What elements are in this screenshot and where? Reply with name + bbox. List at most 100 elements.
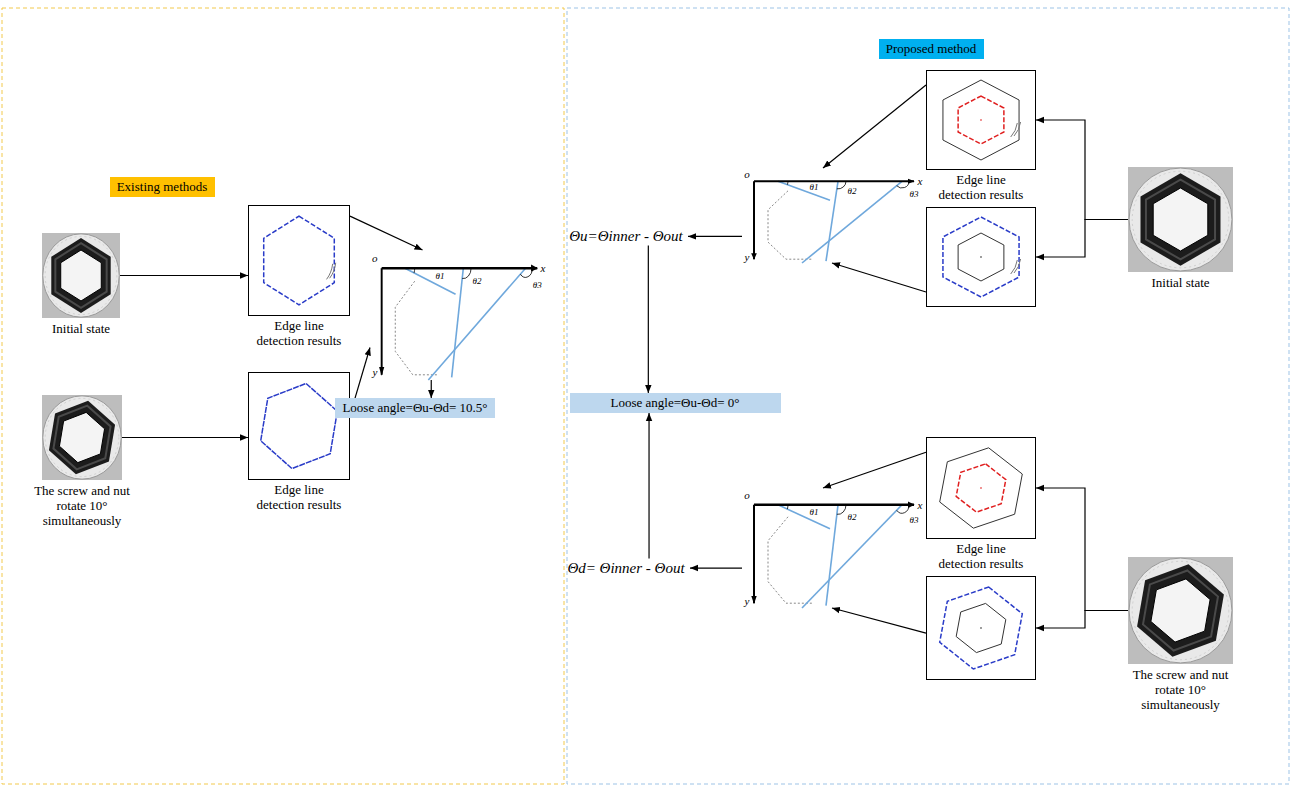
connector-arrow (1036, 488, 1128, 611)
panel-border (2, 8, 564, 784)
connector-arrow (648, 246, 649, 394)
result-box: Loose angle=Θu-Θd= 10.5° (335, 398, 495, 418)
axis-label: y (745, 251, 750, 263)
illustration-part (1140, 173, 1220, 265)
caption-block: Initial state (26, 321, 136, 336)
caption: Initial state (26, 321, 136, 336)
axis-label: θ3 (910, 189, 919, 199)
connector-arrow (832, 263, 926, 292)
edge-hexagon (936, 442, 1026, 535)
axis-label: θ1 (810, 507, 819, 517)
illustration-part (936, 442, 1026, 535)
coordinate-axes (754, 505, 914, 608)
connector-arrow (350, 216, 423, 250)
detection-box: Edge line detection results (248, 205, 350, 316)
caption: The screw and nut rotate 10° simultaneou… (1126, 667, 1236, 712)
illustration-part (980, 627, 982, 629)
illustration-part (754, 181, 914, 263)
axis-label: o (744, 168, 750, 180)
illustration-part (1011, 259, 1021, 274)
axis-label: o (372, 252, 378, 264)
coordinate-axes (754, 181, 914, 263)
caption: The screw and nut rotate 10° simultaneou… (27, 483, 137, 528)
axis-label: θ1 (436, 271, 445, 281)
caption: Edge line detection results (933, 172, 1029, 202)
photo-node: Initial state (1128, 167, 1233, 272)
caption-block: The screw and nut rotate 10° simultaneou… (1126, 667, 1236, 712)
illustration-part (257, 377, 341, 475)
illustration-part (1133, 557, 1228, 664)
equation: Θd= Θinner - Θout (567, 560, 684, 577)
connector-arrow (648, 413, 649, 559)
label-text: Existing methods (117, 179, 208, 195)
coordinate-diagram: oxyθ1θ2θ3 (370, 250, 545, 380)
caption-block: Edge line detection results (251, 482, 347, 512)
illustration-part (954, 600, 1008, 657)
bolt-photo (1128, 167, 1233, 272)
axis-label: θ2 (848, 512, 857, 522)
caption: Edge line detection results (251, 482, 347, 512)
connector-arrow (690, 567, 742, 568)
connector-arrow (1036, 220, 1128, 258)
illustration-part (936, 442, 1026, 535)
connector-arrow (122, 437, 248, 438)
detection-box (926, 207, 1036, 307)
caption-block: Edge line detection results (251, 318, 347, 348)
axis-label: y (372, 366, 377, 378)
caption: Edge line detection results (251, 318, 347, 348)
axis-label: θ3 (533, 280, 542, 290)
method-label: Proposed method (879, 39, 984, 59)
coordinate-axes (382, 268, 538, 380)
coordinate-diagram: oxyθ1θ2θ3 (742, 168, 922, 263)
illustration-part (958, 233, 1004, 281)
axis-label: θ2 (472, 276, 481, 286)
illustration-part (980, 119, 982, 121)
connector-arrow (1036, 611, 1128, 629)
connector-arrow (1036, 120, 1128, 220)
connector-arrow (832, 608, 926, 633)
illustration-part (1128, 167, 1233, 272)
caption-block: Edge line detection results (933, 172, 1029, 202)
detection-box: Edge line detection results (926, 70, 1036, 170)
illustration-part (327, 263, 336, 280)
caption: Edge line detection results (933, 541, 1029, 571)
label-text: Loose angle=Θu-Θd= 10.5° (342, 400, 487, 416)
connector-arrow (431, 380, 432, 398)
photo-node: The screw and nut rotate 10° simultaneou… (1128, 557, 1233, 664)
illustration-part (936, 581, 1026, 675)
illustration-part (264, 216, 335, 305)
result-box: Loose angle=Θu-Θd= 0° (570, 393, 781, 413)
illustration-part (754, 505, 914, 608)
illustration-part (943, 217, 1019, 297)
illustration-part (42, 395, 122, 480)
equation-text: Θd= Θinner - Θout (562, 559, 690, 578)
label-text: Loose angle=Θu-Θd= 0° (611, 395, 740, 411)
connector-arrow (823, 85, 926, 168)
edge-hexagon (936, 581, 1026, 675)
detection-box: Edge line detection results (248, 372, 350, 480)
illustration-part (980, 487, 982, 489)
coordinate-diagram: oxyθ1θ2θ3 (742, 488, 922, 608)
detection-box (926, 576, 1036, 680)
illustration-part (42, 233, 120, 318)
photo-node: The screw and nut rotate 10° simultaneou… (42, 395, 122, 480)
caption: Initial state (1126, 275, 1236, 290)
illustration-part (936, 581, 1026, 675)
detection-box: Edge line detection results (926, 437, 1036, 539)
axis-label: x (918, 499, 923, 511)
illustration-part (943, 80, 1019, 160)
illustration-part (1011, 122, 1021, 137)
illustration-part (257, 377, 341, 475)
equation: Θu=Θinner - Θout (569, 228, 682, 245)
edge-hexagon (943, 217, 1021, 297)
panel-border (567, 8, 1289, 784)
illustration-part (1128, 557, 1233, 664)
bolt-photo (42, 233, 120, 318)
edge-hexagon (264, 216, 336, 305)
edge-hexagon (257, 377, 341, 475)
label-text: Proposed method (886, 41, 977, 57)
axis-label: x (918, 175, 923, 187)
illustration-part (46, 395, 118, 480)
illustration-part (51, 238, 110, 313)
bolt-photo (1128, 557, 1233, 664)
